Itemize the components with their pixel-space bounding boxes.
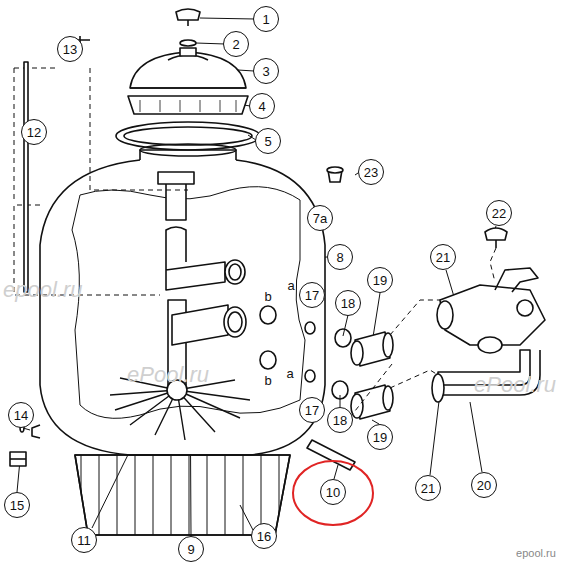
port-letter: a <box>287 279 294 292</box>
callout-number: 8 <box>336 251 343 264</box>
callout-number: 3 <box>262 65 269 78</box>
callout-number: 13 <box>63 43 77 56</box>
callout-circle: 15 <box>4 492 30 518</box>
callout-circle: 14 <box>8 402 34 428</box>
callout-circle: 11 <box>71 527 97 553</box>
callout-number: 21 <box>436 251 450 264</box>
callout-circle: 18 <box>335 290 361 316</box>
callout-circle: 22 <box>486 200 512 226</box>
callout-circle: 17 <box>299 282 325 308</box>
watermark: ePool.ru <box>127 364 209 386</box>
callout-number: 4 <box>258 100 265 113</box>
callout-number: 21 <box>421 482 435 495</box>
callout-circle: 17 <box>299 397 325 423</box>
callout-number: 22 <box>492 207 506 220</box>
callout-number: 18 <box>341 297 355 310</box>
callout-circle: 5 <box>255 128 281 154</box>
callout-number: 12 <box>27 126 41 139</box>
callout-circle: 18 <box>327 407 353 433</box>
port-letter: b <box>264 290 271 303</box>
callout-circle: 19 <box>367 267 393 293</box>
callout-circle: 8 <box>327 244 353 270</box>
callout-number: 10 <box>326 486 340 499</box>
callout-number: 18 <box>333 414 347 427</box>
callout-number: 19 <box>373 431 387 444</box>
callout-number: 2 <box>232 38 239 51</box>
watermark: epool.ru <box>516 548 556 559</box>
callout-number: 23 <box>364 166 378 179</box>
callout-number: 20 <box>477 479 491 492</box>
callout-number: 7a <box>313 212 327 225</box>
callout-number: 11 <box>77 534 91 547</box>
callout-circle: 23 <box>358 159 384 185</box>
callout-circle: 3 <box>253 58 279 84</box>
port-letter: b <box>264 374 271 387</box>
callout-circle: 21 <box>415 475 441 501</box>
callout-circle: 19 <box>367 424 393 450</box>
port-letter: a <box>286 367 293 380</box>
callout-circle: 21 <box>430 244 456 270</box>
callout-number: 17 <box>305 289 319 302</box>
callout-circle: 7a <box>307 205 333 231</box>
callout-number: 15 <box>10 499 24 512</box>
callout-number: 19 <box>373 274 387 287</box>
callout-circle: 16 <box>251 523 277 549</box>
watermark: epool.ru <box>3 279 83 301</box>
callout-number: 9 <box>187 543 194 556</box>
callout-circle: 13 <box>57 36 83 62</box>
callout-circle: 2 <box>223 31 249 57</box>
callout-number: 16 <box>257 530 271 543</box>
callout-number: 5 <box>264 135 271 148</box>
watermark: ePool.ru <box>474 374 556 396</box>
callout-circle: 1 <box>253 6 279 32</box>
callout-circle: 20 <box>471 472 497 498</box>
callout-circle: 12 <box>21 119 47 145</box>
callout-number: 14 <box>14 409 28 422</box>
callout-circle: 4 <box>249 93 275 119</box>
callout-circle: 10 <box>320 479 346 505</box>
callout-circle: 9 <box>178 536 204 562</box>
callout-number: 1 <box>262 13 269 26</box>
callout-number: 17 <box>305 404 319 417</box>
